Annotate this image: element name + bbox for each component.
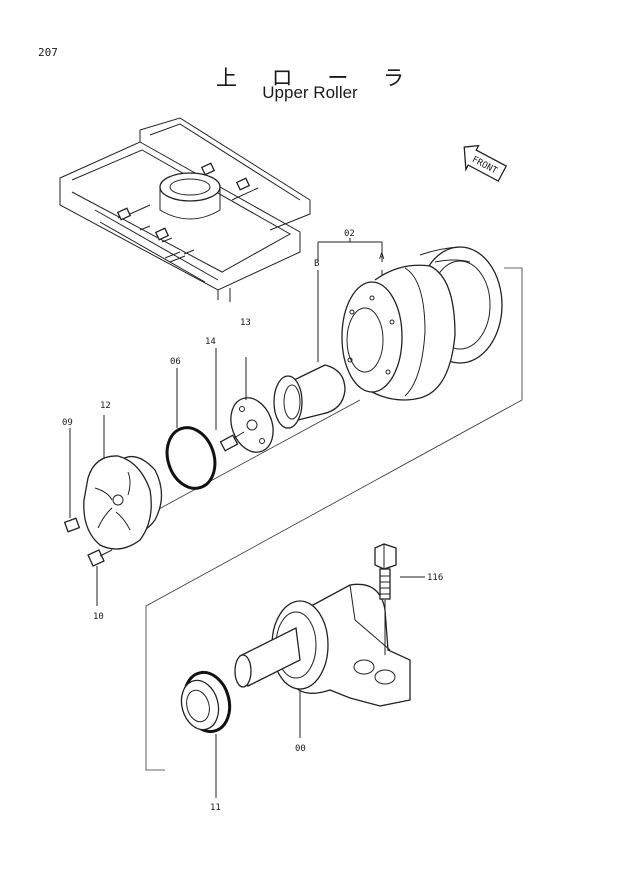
bolt-10 [87, 549, 113, 606]
bolt-14 [215, 348, 245, 452]
bolt-116 [374, 543, 425, 655]
callout-00: 00 [295, 744, 306, 754]
title-english: Upper Roller [262, 83, 358, 102]
callout-06: 06 [170, 357, 181, 367]
page-number: 207 [38, 46, 58, 59]
callout-02: 02 [344, 229, 355, 239]
axis-line [145, 399, 361, 517]
title-japanese: 上 ロ ー ラ [215, 66, 419, 90]
undercarriage-sketch [59, 117, 311, 302]
callout-09: 09 [62, 418, 73, 428]
plug-09 [63, 428, 81, 533]
floating-seal-11 [180, 670, 232, 798]
callout-10: 10 [93, 612, 104, 622]
callout-11: 11 [210, 803, 221, 813]
callout-14: 14 [205, 337, 216, 347]
callout-116: 116 [427, 573, 443, 583]
callout-bracket-02 [317, 238, 383, 362]
alignment-frame-line [145, 267, 523, 771]
cover-12 [83, 415, 163, 550]
shaft-00 [234, 583, 411, 738]
roller-body [341, 246, 503, 401]
thrust-plate-13 [230, 357, 274, 453]
front-arrow-icon: FRONT [463, 144, 508, 182]
callout-13: 13 [240, 318, 251, 328]
callout-12: 12 [100, 401, 111, 411]
o-ring-06 [165, 368, 217, 490]
bushing [273, 364, 346, 429]
callout-B: B [314, 259, 319, 269]
callout-A: A [379, 252, 385, 262]
